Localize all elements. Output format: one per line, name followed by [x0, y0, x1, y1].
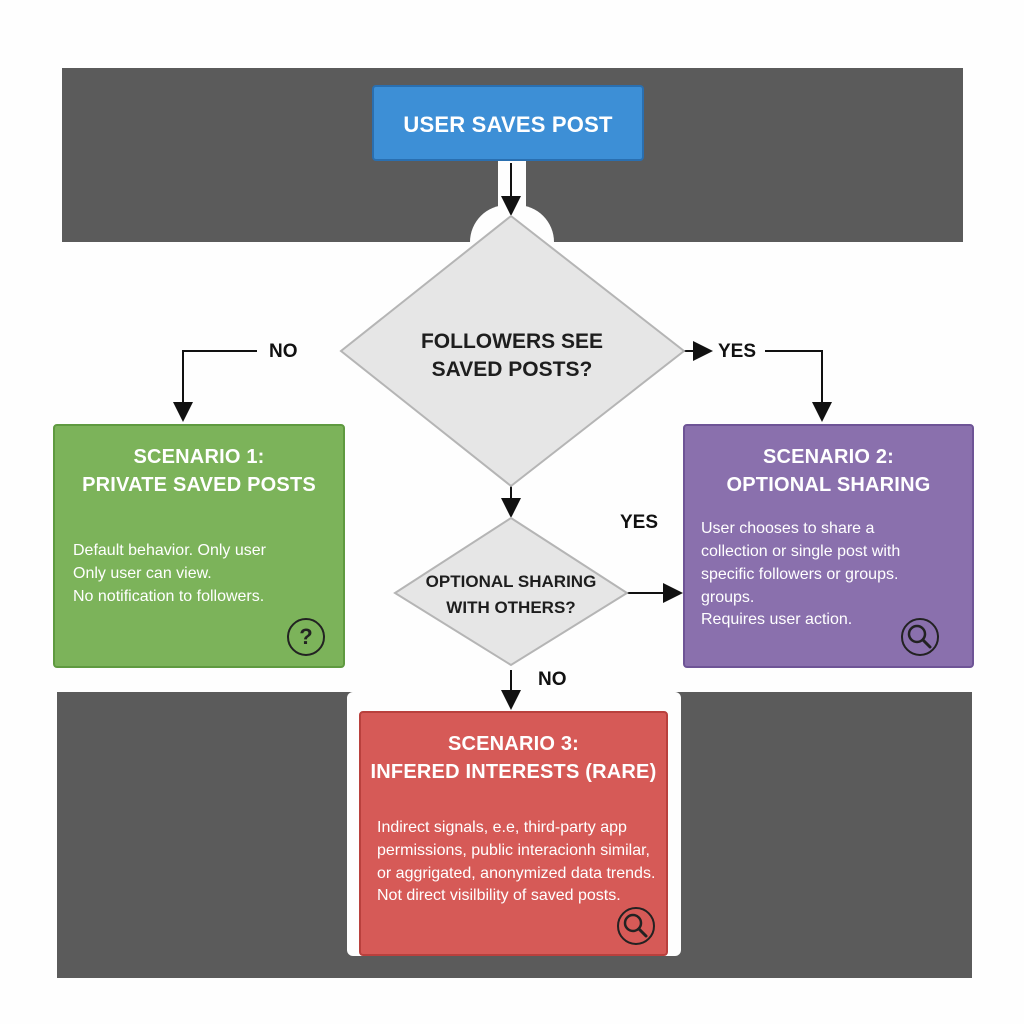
scenario1-title-line1: SCENARIO 1:	[133, 446, 265, 468]
decision1-diamond	[339, 214, 686, 488]
scenario1-body-line: No notification to followers.	[73, 588, 265, 605]
scenario2-body-line: Requires user action.	[701, 611, 853, 628]
scenario1-title-line2: PRIVATE SAVED POSTS	[82, 474, 316, 496]
arrow-decision1-yes-to-scenario2	[765, 350, 832, 422]
scenario2-title-line2: OPTIONAL SHARING	[726, 474, 931, 496]
edge-label-decision1-yes: YES	[718, 341, 757, 362]
scenario3-body-line: permissions, public interacionh similar,	[377, 842, 650, 859]
decision2-line1: OPTIONAL SHARING	[425, 572, 597, 591]
question-icon: ?	[287, 618, 325, 656]
scenario3-body-line: Indirect signals, e.e, third-party app	[377, 819, 627, 836]
scenario2-body-line: specific followers or groups.	[701, 566, 899, 583]
scenario2-body-line: collection or single post with	[701, 543, 901, 560]
edge-label-decision2-yes: YES	[620, 512, 659, 533]
magnifier-icon	[901, 618, 939, 656]
edge-label-decision1-no: NO	[269, 341, 298, 362]
edge-label-decision2-no: NO	[538, 669, 567, 690]
scenario2-body-line: User chooses to share a	[701, 520, 875, 537]
start-node-label: USER SAVES POST	[403, 112, 613, 137]
start-node-user-saves-post: USER SAVES POST	[372, 85, 644, 161]
decision2-question: OPTIONAL SHARING WITH OTHERS?	[400, 569, 622, 621]
scenario3-title-line1: SCENARIO 3:	[447, 733, 580, 755]
decision1-question: FOLLOWERS SEE SAVED POSTS?	[390, 328, 634, 384]
magnifier-icon	[617, 907, 655, 945]
scenario3-title-line2: INFERED INTERESTS (RARE)	[370, 761, 657, 783]
scenario1-body-line: Only user can view.	[73, 565, 212, 582]
scenario2-body-line: groups.	[701, 589, 755, 606]
scenario1-card: SCENARIO 1: PRIVATE SAVED POSTS Default …	[53, 424, 345, 668]
scenario1-body-line: Default behavior. Only user	[73, 542, 266, 559]
scenario2-card: SCENARIO 2: OPTIONAL SHARING User choose…	[683, 424, 974, 668]
decision2-diamond	[393, 516, 629, 667]
scenario3-card: SCENARIO 3: INFERED INTERESTS (RARE) Ind…	[359, 711, 668, 956]
scenario3-body-line: Not direct visilbility of saved posts.	[377, 887, 621, 904]
decision1-line1: FOLLOWERS SEE	[420, 330, 603, 353]
scenario2-title-line1: SCENARIO 2:	[762, 446, 895, 468]
decision2-line2: WITH OTHERS?	[446, 598, 576, 617]
decision1-line2: SAVED POSTS?	[431, 358, 593, 381]
arrow-decision1-no-to-scenario1	[173, 350, 257, 422]
scenario3-body-line: or aggrigated, anonymized data trends.	[377, 865, 656, 882]
